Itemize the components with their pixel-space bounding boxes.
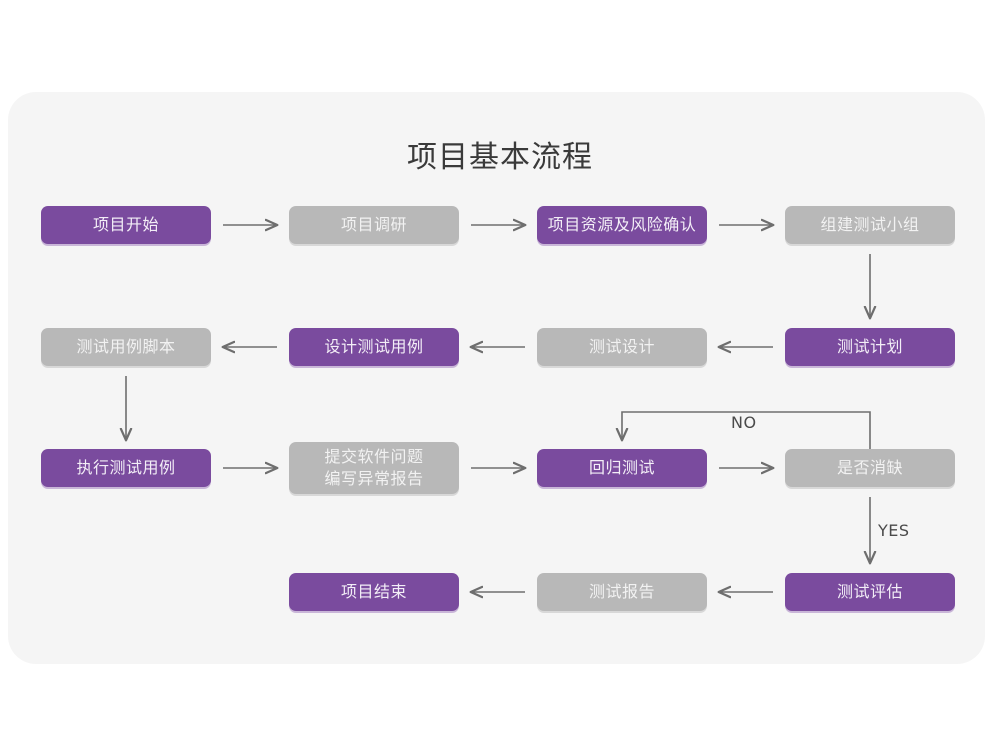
node-project-start[interactable]: 项目开始 xyxy=(41,206,211,244)
edge-label-yes: YES xyxy=(878,521,910,540)
node-label: 测试评估 xyxy=(836,582,903,601)
node-project-end[interactable]: 项目结束 xyxy=(289,573,459,611)
node-label: 组建测试小组 xyxy=(820,215,920,234)
node-design-test-case[interactable]: 设计测试用例 xyxy=(289,328,459,366)
node-defect-cleared-decision[interactable]: 是否消缺 xyxy=(785,449,955,487)
node-test-report[interactable]: 测试报告 xyxy=(537,573,707,611)
node-label: 项目开始 xyxy=(92,215,159,234)
node-test-case-script[interactable]: 测试用例脚本 xyxy=(41,328,211,366)
node-label: 测试设计 xyxy=(588,337,655,356)
edge-label-no: NO xyxy=(731,413,757,432)
node-resource-risk-confirm[interactable]: 项目资源及风险确认 xyxy=(537,206,707,244)
node-label: 项目结束 xyxy=(340,582,407,601)
node-test-design[interactable]: 测试设计 xyxy=(537,328,707,366)
node-execute-test-case[interactable]: 执行测试用例 xyxy=(41,449,211,487)
node-test-plan[interactable]: 测试计划 xyxy=(785,328,955,366)
node-label: 测试报告 xyxy=(588,582,655,601)
node-label: 项目资源及风险确认 xyxy=(547,215,697,234)
node-label: 设计测试用例 xyxy=(324,337,424,356)
node-project-research[interactable]: 项目调研 xyxy=(289,206,459,244)
node-label: 是否消缺 xyxy=(836,458,903,477)
flowchart-card xyxy=(8,92,985,664)
node-label: 提交软件问题 编写异常报告 xyxy=(324,447,424,488)
node-build-test-team[interactable]: 组建测试小组 xyxy=(785,206,955,244)
node-test-evaluation[interactable]: 测试评估 xyxy=(785,573,955,611)
node-label: 项目调研 xyxy=(340,215,407,234)
node-label: 测试计划 xyxy=(836,337,903,356)
node-label: 执行测试用例 xyxy=(76,458,176,477)
node-label: 回归测试 xyxy=(588,458,655,477)
page-title: 项目基本流程 xyxy=(407,140,593,175)
node-submit-issue-write-report[interactable]: 提交软件问题 编写异常报告 xyxy=(289,442,459,494)
node-label: 测试用例脚本 xyxy=(76,337,176,356)
node-regression-test[interactable]: 回归测试 xyxy=(537,449,707,487)
